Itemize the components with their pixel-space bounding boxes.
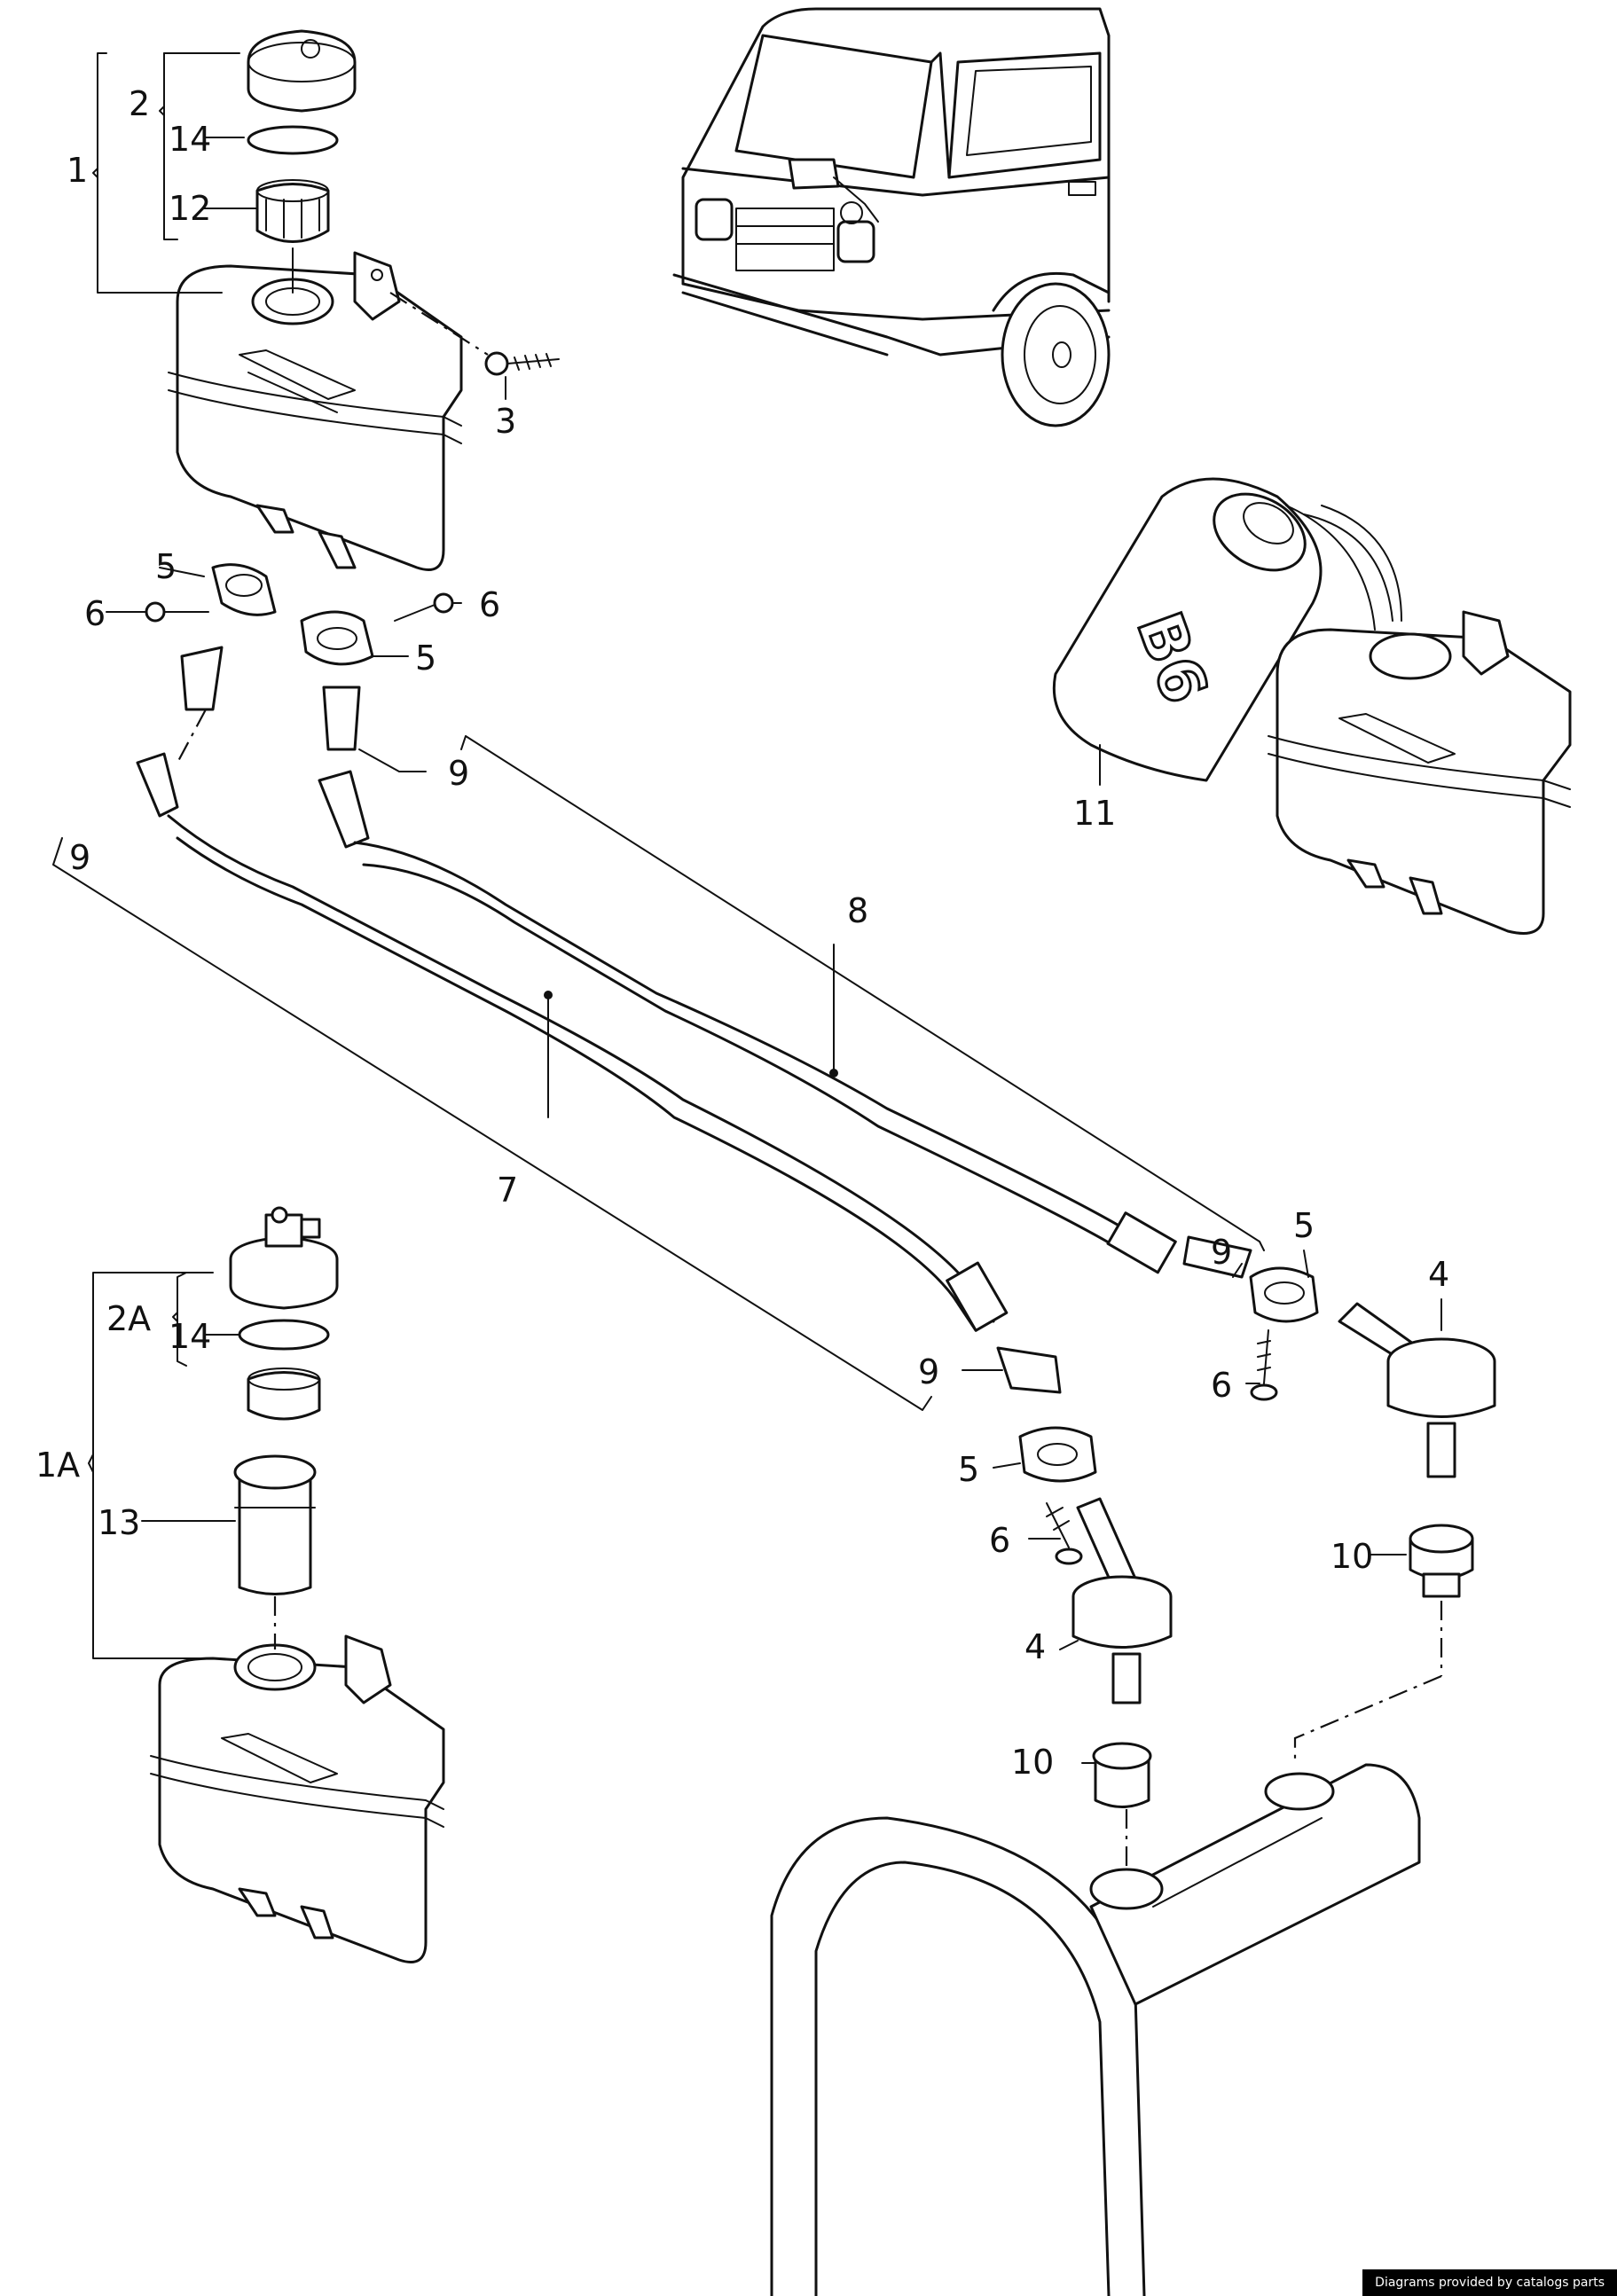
reservoir-top <box>168 251 463 571</box>
label-2: 2 <box>129 84 150 123</box>
label-5-mid: 5 <box>958 1450 979 1489</box>
nozzle-10-mid <box>1092 1742 1152 1808</box>
label-14-lower: 14 <box>169 1317 211 1356</box>
label-3: 3 <box>495 402 516 441</box>
label-9-mid: 9 <box>918 1352 939 1391</box>
label-1: 1 <box>67 151 88 190</box>
label-7: 7 <box>497 1171 518 1210</box>
screw-6-mid-lower <box>1046 1502 1083 1565</box>
connector-9-mid-lower <box>996 1346 1062 1394</box>
connector-9-right-lower <box>1182 1235 1252 1279</box>
clamp-5-left <box>211 563 277 616</box>
nozzle-10-right <box>1409 1524 1474 1598</box>
label-13: 13 <box>98 1503 140 1542</box>
hose-8 <box>318 770 1177 1274</box>
strainer-12 <box>255 179 330 243</box>
credit-badge: Diagrams provided by catalogs parts <box>1362 2269 1617 2296</box>
connector-9-right <box>322 686 361 751</box>
reservoir-lower-left <box>150 1634 445 1963</box>
label-9-top-right: 9 <box>448 754 469 793</box>
label-6-top-right: 6 <box>479 585 500 624</box>
jet-4-mid <box>1071 1497 1173 1704</box>
label-6-top-left: 6 <box>84 594 106 633</box>
filler-neck-13 <box>233 1454 317 1595</box>
label-4-mid: 4 <box>1024 1627 1046 1666</box>
connector-9-left <box>180 646 224 711</box>
gasket-14 <box>247 125 339 155</box>
gasket-14-lower <box>238 1319 330 1351</box>
label-9-right: 9 <box>1211 1233 1232 1272</box>
hose-7 <box>136 752 1009 1332</box>
label-5-top-right: 5 <box>415 639 436 678</box>
reservoir-right <box>1268 610 1572 935</box>
label-8: 8 <box>847 891 868 930</box>
clamp-5-right-lower <box>1249 1266 1319 1323</box>
label-5-right: 5 <box>1293 1206 1315 1245</box>
strainer-lower <box>247 1367 321 1421</box>
label-14-top: 14 <box>169 120 211 159</box>
clamp-5-mid-lower <box>1018 1426 1097 1483</box>
cap-2A <box>229 1206 339 1310</box>
label-5-top-left: 5 <box>155 547 177 586</box>
clamp-5-right <box>300 610 374 666</box>
screw-6-right <box>394 592 454 622</box>
label-10-right: 10 <box>1330 1537 1373 1576</box>
label-1A: 1A <box>35 1446 80 1485</box>
screw-3 <box>484 351 560 376</box>
jet-4-right <box>1338 1302 1496 1478</box>
label-9-top-left: 9 <box>69 838 90 877</box>
label-6-right: 6 <box>1211 1366 1232 1405</box>
cap-2 <box>247 29 357 113</box>
label-6-mid: 6 <box>989 1521 1010 1560</box>
label-4-right: 4 <box>1428 1255 1449 1294</box>
fluid-bottle-11: B6 <box>1052 477 1402 782</box>
bumper-mount <box>770 1763 1421 2296</box>
screw-6-right-lower <box>1250 1329 1278 1401</box>
label-12: 12 <box>169 189 211 228</box>
screw-6-left <box>145 601 209 623</box>
label-2A: 2A <box>106 1299 151 1338</box>
van-illustration <box>672 7 1111 427</box>
label-11: 11 <box>1073 794 1116 833</box>
label-10-mid: 10 <box>1011 1743 1054 1782</box>
